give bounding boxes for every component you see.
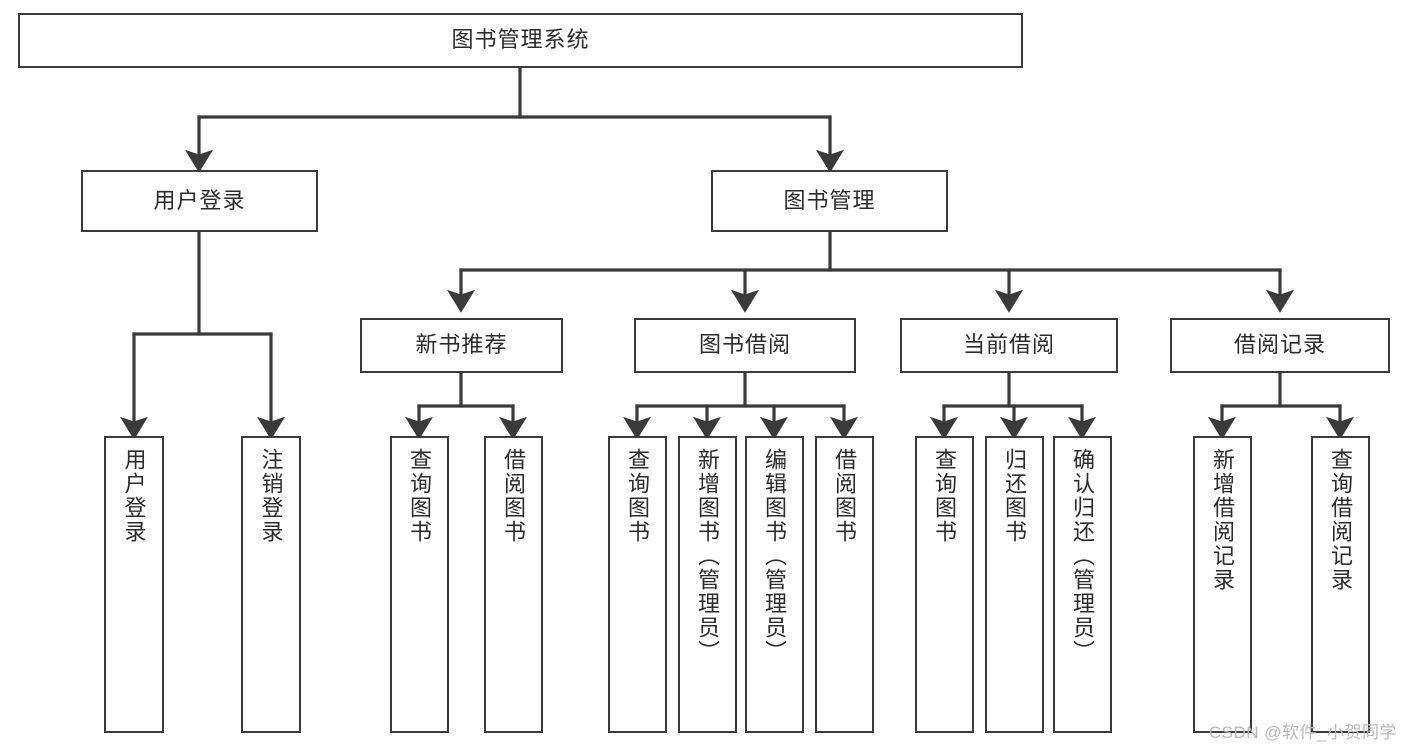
node-label: 用户登录 [153, 187, 246, 213]
node-label: 图书借阅 [698, 332, 791, 358]
node-new-book-recommend[interactable]: 新书推荐 [360, 318, 563, 373]
node-label: 查询图书 [625, 448, 651, 544]
node-label: 图书管理系统 [451, 27, 590, 53]
node-current-borrow[interactable]: 当前借阅 [900, 318, 1118, 373]
node-label: 新增图书（管理员） [695, 448, 721, 664]
leaf-add-record[interactable]: 新增借阅记录 [1193, 436, 1252, 733]
leaf-user-login[interactable]: 用户登录 [104, 436, 164, 733]
node-user-login[interactable]: 用户登录 [81, 170, 318, 232]
leaf-return-book[interactable]: 归还图书 [985, 436, 1044, 733]
node-label: 查询图书 [407, 448, 433, 544]
node-label: 查询借阅记录 [1328, 448, 1354, 592]
leaf-query-book-1[interactable]: 查询图书 [390, 436, 449, 733]
node-book-borrow[interactable]: 图书借阅 [634, 318, 856, 373]
node-label: 借阅图书 [501, 448, 527, 544]
leaf-borrow-book-2[interactable]: 借阅图书 [815, 436, 874, 733]
node-label: 当前借阅 [962, 332, 1055, 358]
node-label: 注销登录 [258, 448, 284, 544]
leaf-confirm-return[interactable]: 确认归还（管理员） [1053, 436, 1112, 733]
node-root[interactable]: 图书管理系统 [18, 13, 1023, 68]
leaf-borrow-book-1[interactable]: 借阅图书 [484, 436, 543, 733]
node-label: 新增借阅记录 [1210, 448, 1236, 592]
csdn-watermark: CSDN @软件_小贺同学 [1208, 723, 1397, 742]
leaf-query-record[interactable]: 查询借阅记录 [1311, 436, 1370, 733]
leaf-add-book[interactable]: 新增图书（管理员） [678, 436, 737, 733]
node-label: 编辑图书（管理员） [762, 448, 788, 664]
node-label: 新书推荐 [415, 332, 508, 358]
leaf-edit-book[interactable]: 编辑图书（管理员） [745, 436, 804, 733]
node-label: 查询图书 [932, 448, 958, 544]
leaf-query-book-2[interactable]: 查询图书 [608, 436, 667, 733]
leaf-logout[interactable]: 注销登录 [241, 436, 301, 733]
node-borrow-record[interactable]: 借阅记录 [1170, 318, 1390, 373]
node-label: 用户登录 [121, 448, 147, 544]
node-label: 归还图书 [1002, 448, 1028, 544]
node-label: 图书管理 [783, 187, 876, 213]
leaf-query-book-3[interactable]: 查询图书 [915, 436, 974, 733]
node-book-manage[interactable]: 图书管理 [711, 170, 948, 232]
node-label: 确认归还（管理员） [1070, 448, 1096, 664]
node-label: 借阅图书 [832, 448, 858, 544]
node-label: 借阅记录 [1233, 332, 1326, 358]
